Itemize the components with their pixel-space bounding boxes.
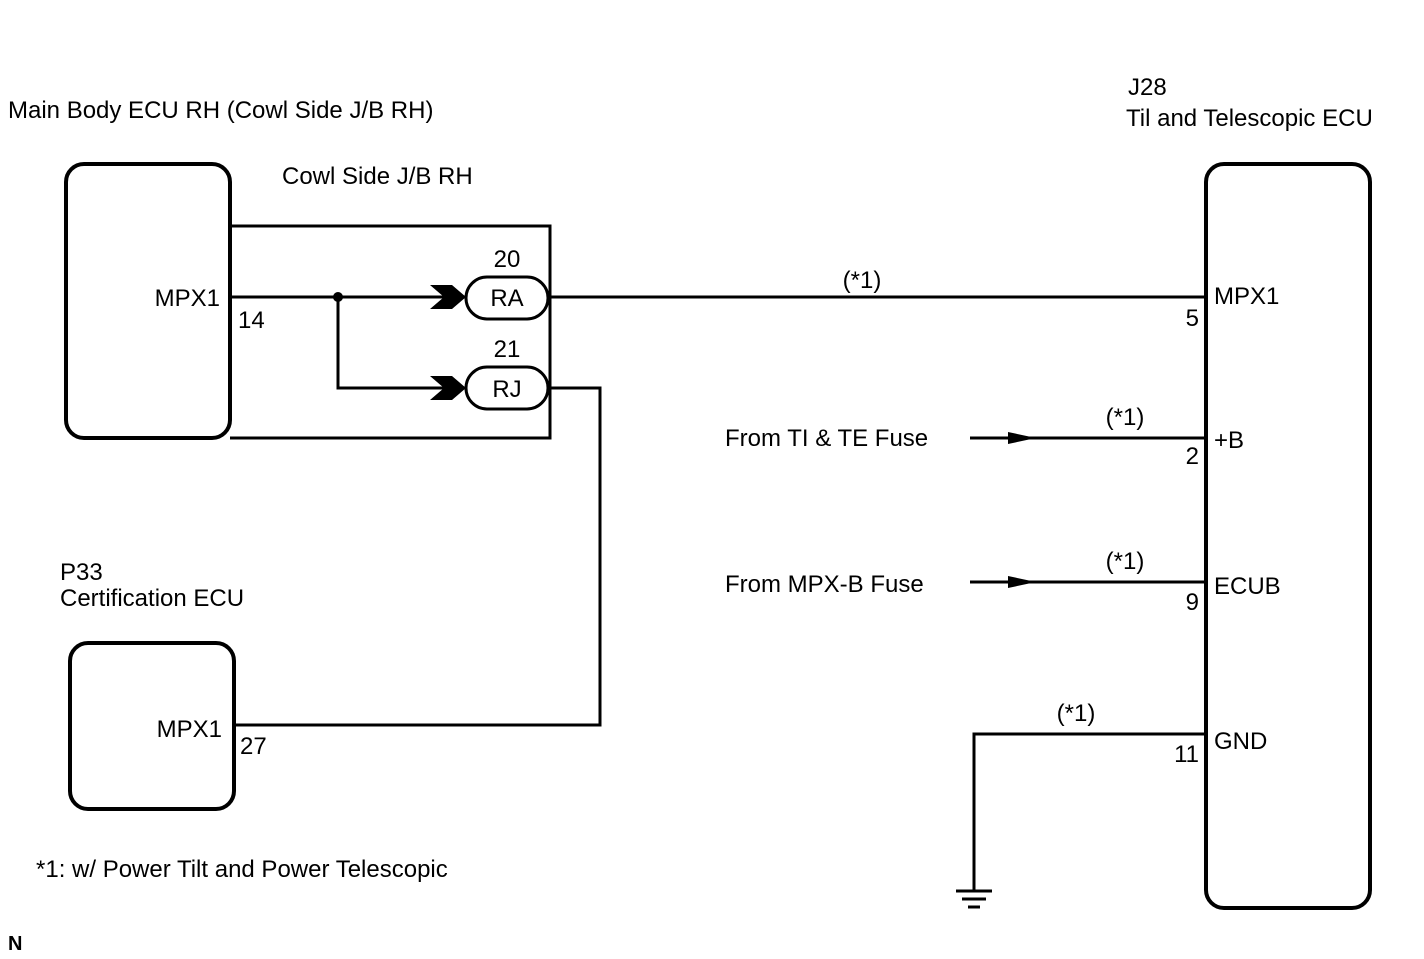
cert-ecu-box [68,641,236,811]
wire-splice-to-rj [336,297,466,390]
junction-block-title: Cowl Side J/B RH [282,163,473,190]
connector-arrow-rj [430,376,466,400]
wire-b-note: (*1) [1106,404,1145,431]
cert-ecu-name: Certification ECU [60,585,244,612]
tilt-terminal-mpx1: MPX1 [1214,283,1279,310]
tilt-pin-2: 2 [1186,443,1199,470]
tilt-terminal-ecub: ECUB [1214,573,1281,600]
wire-rj-to-cert-mpx1 [234,386,602,727]
ground-icon [956,889,992,909]
tilt-pin-9: 9 [1186,589,1199,616]
source-mpxb-fuse: From MPX-B Fuse [725,571,924,598]
tilt-terminal-b: +B [1214,427,1244,454]
tilt-terminal-gnd: GND [1214,728,1267,755]
cert-ecu-code: P33 [60,559,103,586]
wire-gnd-note: (*1) [1057,700,1096,727]
wire-ecub-note: (*1) [1106,548,1145,575]
arrow-mpxb-fuse [1008,576,1036,588]
main-body-ecu-terminal: MPX1 [155,285,220,312]
tilt-ecu-box [1204,162,1372,910]
main-body-ecu-title: Main Body ECU RH (Cowl Side J/B RH) [8,97,433,124]
tilt-pin-5: 5 [1186,305,1199,332]
wire-mpx-note: (*1) [843,267,882,294]
connector-ra-pin: 20 [494,246,521,273]
tilt-ecu-code: J28 [1128,74,1167,101]
cert-ecu-pin: 27 [240,733,267,760]
connector-rj-pin: 21 [494,336,521,363]
corner-mark: N [8,933,22,955]
tilt-ecu-name: Til and Telescopic ECU [1126,105,1373,132]
arrow-tite-fuse [1008,432,1036,444]
connector-arrow-ra [430,285,466,309]
main-body-ecu-box [64,162,232,440]
footnote: *1: w/ Power Tilt and Power Telescopic [36,856,448,883]
tilt-pin-11: 11 [1174,741,1199,768]
connector-rj-label: RJ [492,376,521,403]
cert-ecu-terminal: MPX1 [157,716,222,743]
junction-block-outline [230,224,552,440]
wire-gnd [972,732,1206,890]
main-body-ecu-pin: 14 [238,307,265,334]
source-tite-fuse: From TI & TE Fuse [725,425,928,452]
connector-ra-label: RA [490,285,523,312]
